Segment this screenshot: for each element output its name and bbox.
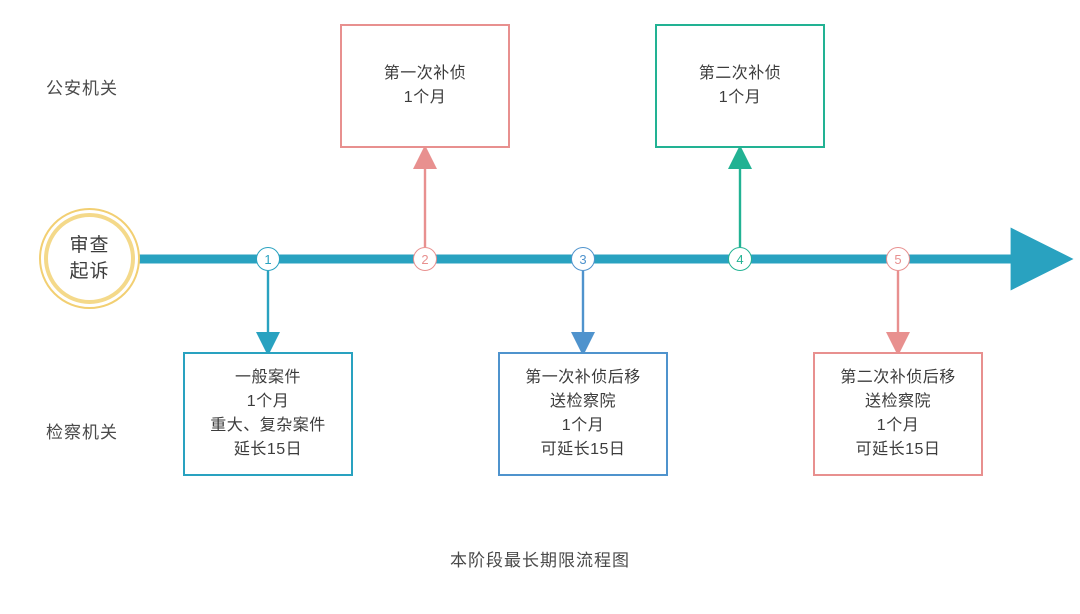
box-general-case[interactable]: 一般案件 1个月 重大、复杂案件 延长15日 [183, 352, 353, 476]
role-label-police: 公安机关 [46, 79, 118, 98]
box-line: 一般案件 [234, 369, 301, 386]
box-after-first-supplementary[interactable]: 第一次补侦后移 送检察院 1个月 可延长15日 [498, 352, 668, 476]
start-node-inner-ring [44, 213, 135, 304]
diagram-caption: 本阶段最长期限流程图 [450, 551, 630, 570]
box-after-second-supplementary[interactable]: 第二次补侦后移 送检察院 1个月 可延长15日 [813, 352, 983, 476]
box-line: 延长15日 [233, 441, 303, 458]
box-second-supplementary-investigation[interactable]: 第二次补侦 1个月 [655, 24, 825, 148]
box-line: 可延长15日 [540, 441, 626, 458]
box-line: 第一次补侦 [383, 65, 467, 82]
box-line: 1个月 [876, 417, 920, 434]
timeline-marker-1-number: 1 [264, 251, 272, 267]
timeline-marker-4[interactable]: 4 [728, 247, 752, 271]
timeline-marker-1[interactable]: 1 [256, 247, 280, 271]
timeline-marker-2-number: 2 [421, 251, 429, 267]
box-line: 1个月 [246, 393, 290, 410]
box-line: 1个月 [718, 89, 762, 106]
box-line: 1个月 [403, 89, 447, 106]
timeline-marker-5[interactable]: 5 [886, 247, 910, 271]
box-first-supplementary-investigation[interactable]: 第一次补侦 1个月 [340, 24, 510, 148]
timeline-marker-3[interactable]: 3 [571, 247, 595, 271]
timeline-marker-3-number: 3 [579, 251, 587, 267]
start-node: 审查 起诉 [39, 208, 140, 309]
start-node-label: 审查 起诉 [39, 208, 140, 309]
timeline-marker-2[interactable]: 2 [413, 247, 437, 271]
box-line: 第二次补侦 [698, 65, 782, 82]
start-node-label-line1: 审查 [69, 234, 110, 256]
box-line: 第二次补侦后移 [840, 369, 956, 386]
timeline-marker-5-number: 5 [894, 251, 902, 267]
role-label-procuratorate: 检察机关 [46, 423, 118, 442]
start-node-label-line2: 起诉 [69, 260, 110, 282]
box-line: 可延长15日 [855, 441, 941, 458]
timeline-marker-4-number: 4 [736, 251, 744, 267]
box-line: 1个月 [561, 417, 605, 434]
box-line: 重大、复杂案件 [210, 417, 326, 434]
box-line: 送检察院 [864, 393, 931, 410]
box-line: 第一次补侦后移 [525, 369, 641, 386]
box-line: 送检察院 [549, 393, 616, 410]
